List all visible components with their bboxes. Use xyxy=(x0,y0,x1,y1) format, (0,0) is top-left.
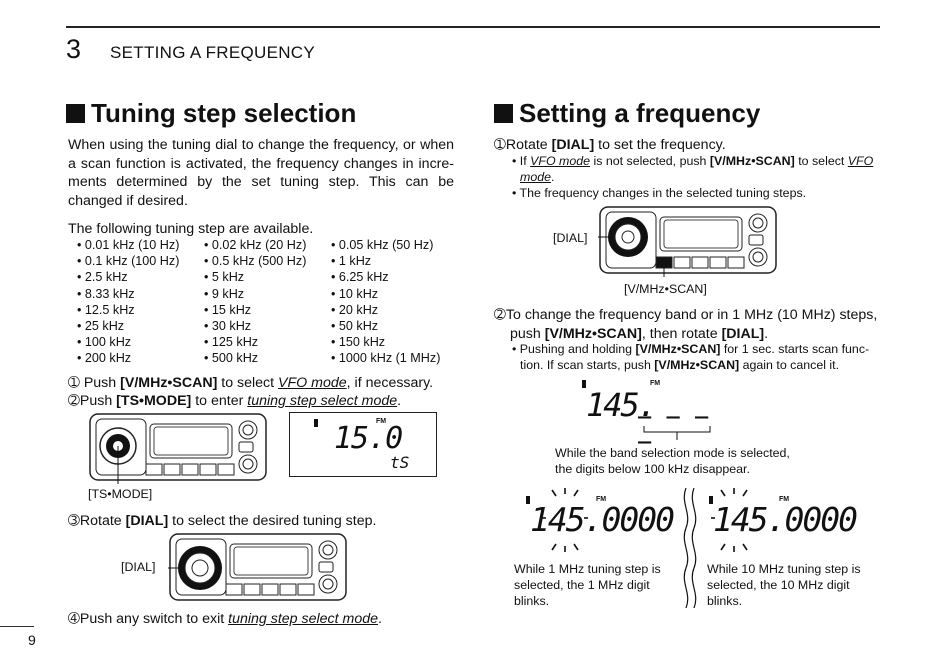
lcd-indicator xyxy=(582,380,586,388)
tuning-step-row: • 25 kHz • 30 kHz • 50 kHz xyxy=(77,318,440,334)
band-note-line-2: the digits below 100 kHz disappear. xyxy=(555,462,750,476)
lcd-1mhz-digits: 145.0000 xyxy=(530,500,675,539)
radio-front-panel-illustration-3 xyxy=(598,206,777,277)
left-step-2: ➁Push [TS•MODE] to enter tuning step sel… xyxy=(68,393,402,409)
square-bullet-icon xyxy=(494,104,513,123)
tuning-step-cell: • 30 kHz xyxy=(204,319,252,334)
tuning-step-row: • 2.5 kHz • 5 kHz • 6.25 kHz xyxy=(77,269,440,285)
tuning-step-cell: • 100 kHz xyxy=(77,335,132,350)
blink-rays-icon xyxy=(711,488,757,552)
tuning-step-cell: • 0.02 kHz (20 Hz) xyxy=(204,238,307,252)
right-bullet-2: • The frequency changes in the selected … xyxy=(512,186,807,200)
tuning-step-table: • 0.01 kHz (10 Hz)• 0.02 kHz (20 Hz)• 0.… xyxy=(77,237,440,367)
chapter-number: 3 xyxy=(66,34,82,64)
tuning-step-cell: • 0.01 kHz (10 Hz) xyxy=(77,238,180,252)
right-step-1: ➀Rotate [DIAL] to set the frequency. xyxy=(494,137,726,153)
tuning-step-row: • 100 kHz • 125 kHz • 150 kHz xyxy=(77,334,440,350)
lcd-fm-indicator: FM xyxy=(650,380,661,387)
tuning-step-cell: • 5 kHz xyxy=(204,270,245,285)
lcd-step-value: 15.0 xyxy=(334,421,403,456)
tuning-step-row: • 8.33 kHz • 9 kHz • 10 kHz xyxy=(77,286,440,302)
tuning-step-cell: • 20 kHz xyxy=(331,302,379,317)
section-title-setting-frequency: Setting a frequency xyxy=(494,98,760,129)
lcd-indicator xyxy=(526,496,530,504)
lcd-10mhz-digits: 145.0000 xyxy=(713,500,858,539)
section-title-tuning-step: Tuning step selection xyxy=(66,98,356,129)
tuning-step-row: • 200 kHz • 500 kHz • 1000 kHz (1 MHz) xyxy=(77,350,440,366)
left-step-1: ➀ Push [V/MHz•SCAN] to select VFO mode, … xyxy=(68,375,434,391)
band-note-line-1: While the band selection mode is selecte… xyxy=(555,446,790,460)
left-step-4: ➃Push any switch to exit tuning step sel… xyxy=(68,611,382,627)
blink-rays-icon xyxy=(542,488,588,552)
tuning-step-cell: • 50 kHz xyxy=(331,319,379,334)
page-number: 9 xyxy=(28,632,36,648)
lcd-10mhz-step: FM 145.0000 xyxy=(705,488,858,552)
tuning-step-cell: • 15 kHz xyxy=(204,302,252,317)
tuning-step-cell: • 12.5 kHz xyxy=(77,302,135,317)
steps-intro: The following tuning step are available. xyxy=(68,221,314,237)
lcd-band-digits: 145. xyxy=(586,386,657,424)
tuning-step-cell: • 9 kHz xyxy=(204,286,245,301)
tuning-intro-paragraph: When using the tuning dial to change the… xyxy=(68,137,454,209)
tuning-step-cell: • 0.05 kHz (50 Hz) xyxy=(331,238,434,252)
lcd-band-selection: FM 145. _ _ _ _ xyxy=(580,380,730,444)
tuning-step-cell: • 0.1 kHz (100 Hz) xyxy=(77,254,180,269)
wave-separator xyxy=(683,488,697,608)
tuning-step-row: • 0.1 kHz (100 Hz) • 0.5 kHz (500 Hz) • 1 … xyxy=(77,253,440,269)
tuning-step-cell: • 10 kHz xyxy=(331,286,379,301)
left-step-3: ➂Rotate [DIAL] to select the desired tun… xyxy=(68,513,377,529)
right-bullet-1: • If VFO mode is not selected, push [V/M… xyxy=(512,154,874,184)
right-step-2: ➁To change the frequency band or in 1 MH… xyxy=(494,307,878,342)
lcd-ts-indicator: tS xyxy=(390,453,410,472)
tuning-step-cell: • 1000 kHz (1 MHz) xyxy=(331,351,441,366)
tuning-step-cell: • 25 kHz xyxy=(77,319,125,334)
dial-label-left: [DIAL] xyxy=(121,560,156,574)
tuning-step-cell: • 6.25 kHz xyxy=(331,270,389,285)
note-1mhz: While 1 MHz tuning step is selected, the… xyxy=(514,562,661,608)
lcd-indicator xyxy=(314,419,318,427)
tuning-step-cell: • 0.5 kHz (500 Hz) xyxy=(204,254,307,269)
lcd-1mhz-step: FM 145.0000 xyxy=(520,488,675,552)
note-10mhz: While 10 MHz tuning step is selected, th… xyxy=(707,562,861,608)
tuning-step-cell: • 200 kHz xyxy=(77,351,132,366)
lcd-blank-digits: _ _ _ _ xyxy=(638,394,710,444)
tuning-step-cell: • 8.33 kHz xyxy=(77,286,135,301)
footer-rule xyxy=(0,626,34,627)
tuning-step-row: • 0.01 kHz (10 Hz) • 0.02 kHz (20 Hz) • 0.… xyxy=(77,237,440,253)
lcd-indicator xyxy=(709,496,713,504)
header-rule xyxy=(66,26,880,28)
tuning-step-cell: • 150 kHz xyxy=(331,335,386,350)
dial-label-right: [DIAL] xyxy=(553,231,588,245)
lcd-fm-indicator: FM xyxy=(376,418,387,425)
bracket-line xyxy=(643,426,711,440)
lcd-fm-indicator: FM xyxy=(596,496,607,503)
tuning-step-cell: • 500 kHz xyxy=(204,351,259,366)
right-bullet-3: • Pushing and holding [V/MHz•SCAN] for 1… xyxy=(512,342,870,372)
lcd-display-tuning-step: FM 15.0 tS xyxy=(289,412,437,477)
tuning-step-cell: • 1 kHz xyxy=(331,254,372,269)
tuning-step-row: • 12.5 kHz • 15 kHz • 20 kHz xyxy=(77,302,440,318)
ts-mode-label: [TS•MODE] xyxy=(88,487,153,501)
radio-front-panel-illustration-2 xyxy=(168,533,347,601)
square-bullet-icon xyxy=(66,104,85,123)
tuning-step-cell: • 2.5 kHz xyxy=(77,270,128,285)
vmhz-scan-label: [V/MHz•SCAN] xyxy=(624,282,707,296)
chapter-title: SETTING A FREQUENCY xyxy=(110,43,316,62)
tuning-step-cell: • 125 kHz xyxy=(204,335,259,350)
radio-front-panel-illustration-1 xyxy=(89,413,267,484)
lcd-fm-indicator: FM xyxy=(779,496,790,503)
